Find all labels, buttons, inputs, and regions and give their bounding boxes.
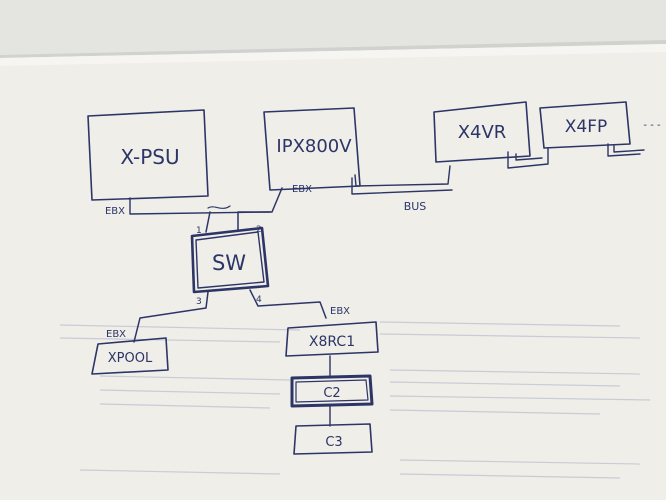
bus-line-ipx-x4vr (354, 165, 451, 187)
node-sw-label: SW (212, 251, 246, 275)
node-xpsu-box (87, 109, 209, 201)
node-c2-label: C2 (323, 386, 340, 401)
continuation-dots: - - - (643, 120, 661, 131)
node-x4fp-box (539, 101, 631, 149)
node-ipx800v-label: IPX800V (276, 136, 352, 157)
node-x4vr-box (433, 101, 531, 163)
node-c2-box (290, 374, 374, 408)
ebx-label-x8: EBX (330, 306, 350, 317)
node-x4fp-label: X4FP (565, 117, 608, 137)
ebx-label-psu: EBX (105, 206, 125, 217)
node-sw: SW (190, 226, 270, 294)
link-sw-port1 (205, 211, 211, 233)
node-x4fp: X4FP - - - (539, 101, 661, 149)
link-sw-xpool (133, 291, 209, 343)
node-xpool: EBX XPOOL (91, 329, 169, 375)
link-sw-port2 (237, 187, 283, 231)
node-xpool-label: XPOOL (108, 351, 153, 366)
node-c2-box-inner (295, 379, 369, 403)
node-x8rc1-box (285, 321, 379, 357)
node-c3: C3 (293, 405, 373, 455)
node-x4vr-label: X4VR (458, 122, 507, 143)
bus-line-x4fp-out-2 (613, 145, 645, 153)
node-xpsu-connector (129, 197, 271, 215)
node-sw-box-inner (195, 231, 265, 289)
sw-uplinks: 1 2 (196, 187, 283, 236)
port-1-label: 1 (196, 226, 202, 236)
node-xpool-box (91, 337, 169, 375)
bus-label: BUS (404, 200, 427, 213)
bus-line-x4fp-out (607, 143, 641, 157)
paper-edge (0, 44, 666, 66)
port-2-label: 2 (256, 225, 262, 235)
node-c2: C2 (290, 355, 374, 408)
node-x8rc1-label: X8RC1 (309, 334, 355, 350)
node-xpsu-label: X-PSU (120, 145, 179, 169)
link-sw-x8rc1 (249, 289, 327, 319)
back-page (0, 0, 666, 55)
bus-line-lower (351, 177, 453, 195)
sw-downlinks: 3 4 (133, 289, 327, 343)
node-x4vr: X4VR (433, 101, 531, 163)
node-xpsu: X-PSU (87, 109, 271, 215)
bus-line-x4vr-x4fp (507, 147, 549, 169)
cable-squiggle (207, 205, 231, 209)
bus-link: BUS (351, 143, 645, 213)
node-c3-box (293, 423, 373, 455)
paper-sheet (0, 44, 666, 500)
ebx-label-pool: EBX (106, 329, 126, 340)
ebx-label-ipx: EBX (292, 184, 312, 195)
node-x8rc1: EBX X8RC1 (285, 306, 379, 357)
node-sw-box (190, 226, 270, 294)
port-3-label: 3 (196, 297, 202, 307)
bus-line-x4vr-x4fp-2 (515, 153, 543, 161)
port-4-label: 4 (256, 295, 262, 305)
node-c3-label: C3 (325, 435, 342, 450)
bleed-through-text (59, 321, 651, 479)
